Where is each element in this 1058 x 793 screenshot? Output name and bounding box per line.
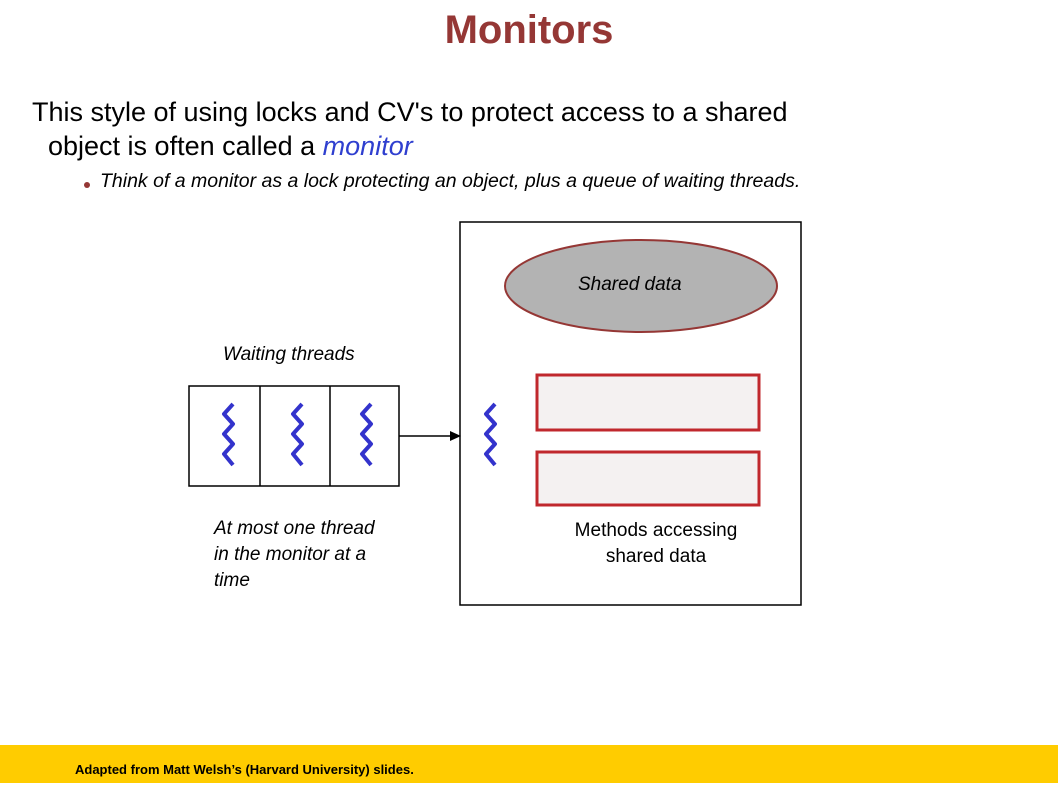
method-box-1 (535, 373, 761, 432)
monitor-note-line3: time (214, 570, 250, 591)
main-text-line2-text: object is often called a (48, 131, 323, 161)
thread-icon-active (484, 402, 497, 467)
monitor-term: monitor (322, 131, 413, 161)
shared-data-label: Shared data (578, 274, 682, 295)
methods-label-line2: shared data (605, 546, 707, 567)
bullet-text: Think of a monitor as a lock protecting … (100, 170, 801, 192)
thread-icon-1 (222, 402, 235, 467)
monitor-note: At most one thread in the monitor at a t… (214, 516, 375, 594)
monitor-note-line1: At most one thread (214, 518, 375, 539)
waiting-threads-label: Waiting threads (223, 344, 355, 365)
methods-label-line1: Methods accessing (574, 520, 738, 541)
thread-icon-3 (360, 402, 373, 467)
monitor-note-line2: in the monitor at a (214, 544, 367, 565)
footer-credit: Adapted from Matt Welsh’s (Harvard Unive… (75, 762, 414, 777)
footer-bar (0, 745, 1058, 783)
slide-title: Monitors (444, 8, 614, 52)
main-text-line2: object is often called a monitor (32, 129, 1012, 163)
shared-data-ellipse (504, 239, 778, 333)
thread-icon-2 (291, 402, 304, 467)
bullet-dot-icon (84, 182, 90, 188)
main-paragraph: This style of using locks and CV's to pr… (32, 95, 1012, 163)
main-text-line1: This style of using locks and CV's to pr… (32, 97, 788, 127)
methods-label: Methods accessing shared data (537, 518, 775, 570)
method-box-2 (535, 450, 761, 507)
queue-arrow-head-icon (450, 431, 461, 441)
